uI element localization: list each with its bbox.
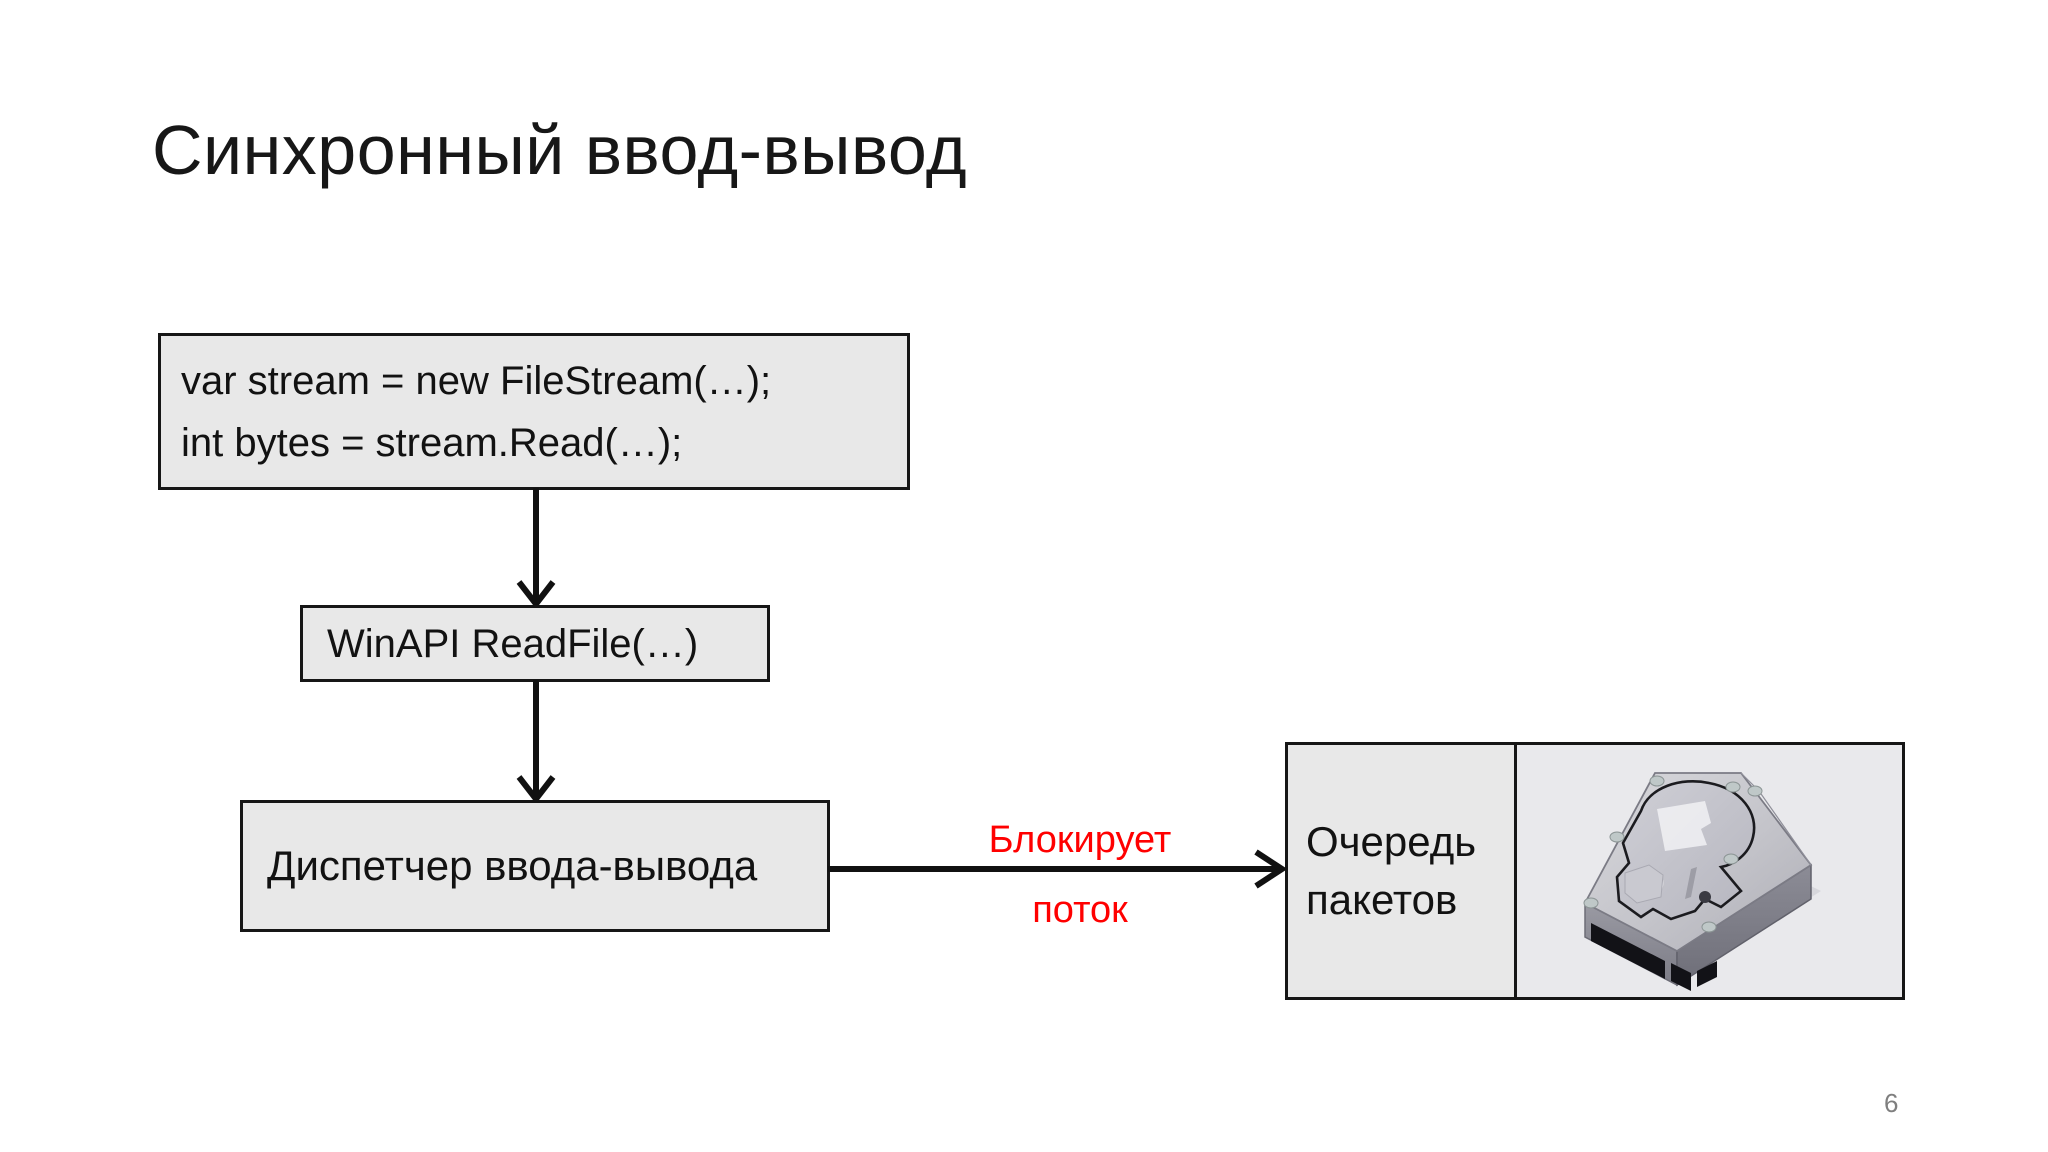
winapi-box-label: WinAPI ReadFile(…) — [327, 621, 699, 666]
arrow-code-to-winapi — [516, 488, 556, 609]
arrow-dispatcher-to-queue — [828, 849, 1288, 889]
code-line-1: var stream = new FileStream(…); — [181, 358, 772, 403]
dispatcher-box: Диспетчер ввода-вывода — [240, 800, 830, 932]
queue-box-line-2: пакетов — [1306, 876, 1458, 923]
queue-box-line-1: Очередь — [1306, 818, 1477, 865]
queue-device-container: Очередь пакетов — [1285, 742, 1905, 1000]
hard-disk-drive-icon — [1583, 772, 1821, 991]
blocking-thread-label: Блокирует поток — [940, 812, 1220, 938]
blocking-label-line-2: поток — [1032, 889, 1128, 931]
page-number: 6 — [1884, 1088, 1899, 1118]
blocking-label-line-1: Блокирует — [988, 819, 1172, 861]
code-box: var stream = new FileStream(…); int byte… — [158, 333, 910, 490]
arrow-winapi-to-dispatcher — [516, 680, 556, 804]
winapi-box: WinAPI ReadFile(…) — [300, 605, 770, 682]
dispatcher-box-label: Диспетчер ввода-вывода — [267, 842, 758, 889]
queue-box: Очередь пакетов — [1288, 745, 1517, 997]
page-title: Синхронный ввод-вывод — [152, 111, 968, 189]
device-image-cell — [1517, 745, 1902, 997]
code-line-2: int bytes = stream.Read(…); — [181, 420, 683, 465]
